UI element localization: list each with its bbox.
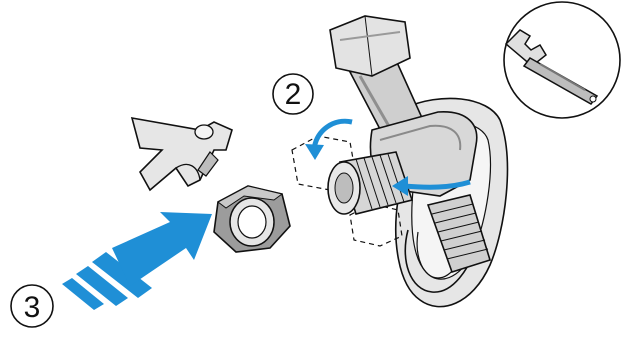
step-2-number: 2 bbox=[285, 78, 302, 111]
rotate-arrow-icon bbox=[305, 118, 471, 196]
hex-nut bbox=[213, 185, 291, 253]
step-3-badge: 3 bbox=[10, 284, 54, 328]
push-arrow-icon bbox=[62, 212, 212, 310]
tool-inset bbox=[503, 1, 621, 119]
adjustable-wrench-icon bbox=[504, 29, 599, 105]
threaded-inlet bbox=[327, 151, 414, 215]
threaded-outlet bbox=[426, 194, 491, 273]
step-2-badge: 2 bbox=[272, 73, 314, 115]
pipe-cap-nut bbox=[329, 15, 411, 77]
step-3-number: 3 bbox=[24, 291, 41, 324]
adjustable-wrench bbox=[130, 116, 233, 192]
